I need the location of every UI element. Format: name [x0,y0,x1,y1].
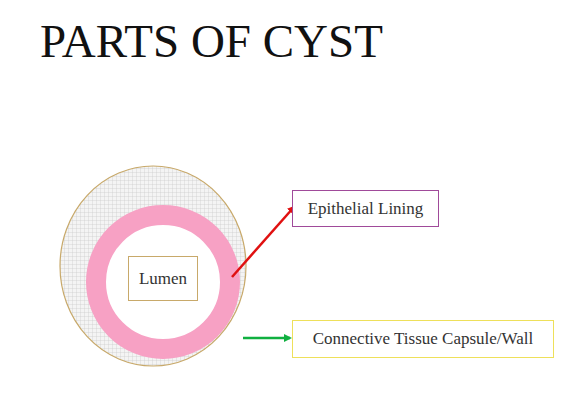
label-box: Epithelial Lining [292,190,439,227]
node-text: Epithelial Lining [308,199,424,219]
label-box: Connective Tissue Capsule/Wall [292,320,554,358]
title: PARTS OF CYST [40,14,383,68]
leader-arrow [232,207,294,277]
node-text: Lumen [139,269,187,289]
node-text: Connective Tissue Capsule/Wall [313,329,534,349]
lumen-box: Lumen [128,256,198,301]
epithelial-ring [96,215,230,349]
leader-arrow [243,337,290,340]
connective-tissue-wall [60,166,246,366]
